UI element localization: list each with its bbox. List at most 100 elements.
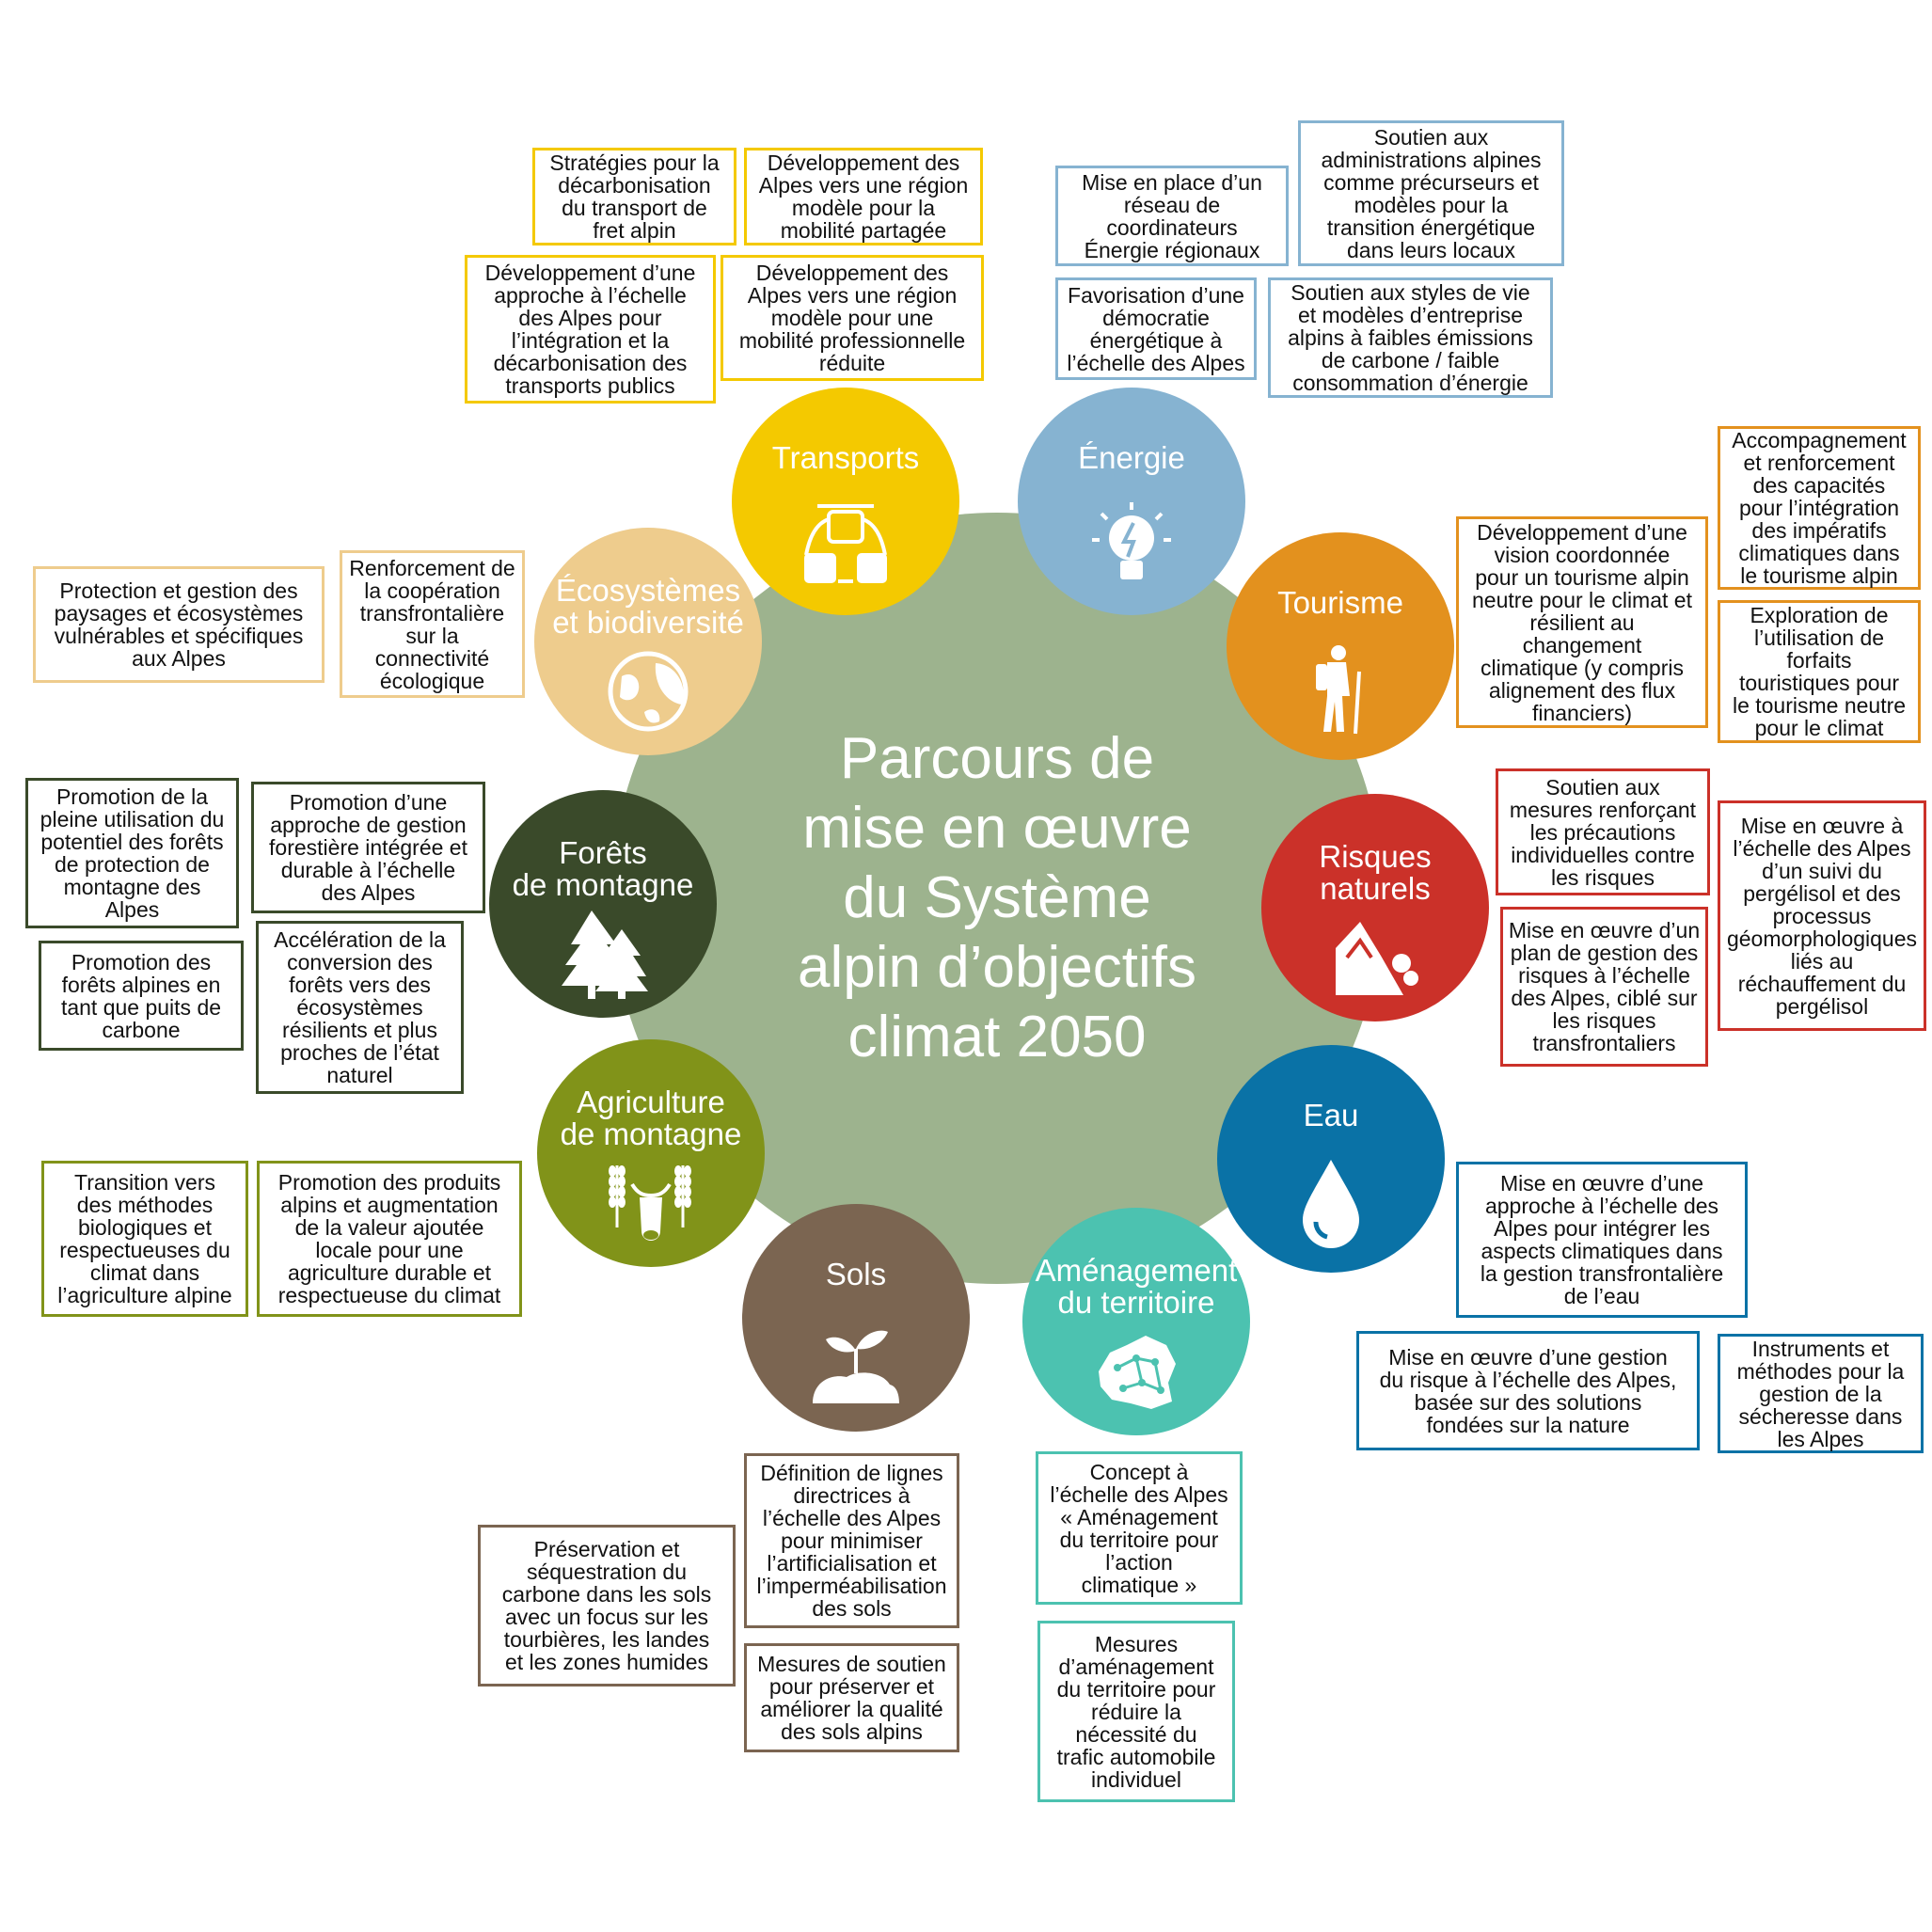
- measure-text-line: conversion des: [287, 950, 433, 974]
- measure-text-line: méthodes pour la: [1736, 1358, 1905, 1384]
- measure-text-line: Transition vers: [74, 1170, 215, 1195]
- cable-car-transit-icon: [804, 504, 887, 583]
- measure-text-line: l’échelle des Alpes: [762, 1506, 942, 1530]
- measure-text-line: pour préserver et: [768, 1674, 935, 1699]
- theme-label-line: du territoire: [1057, 1285, 1215, 1320]
- measure-text-line: Promotion des produits: [277, 1170, 501, 1195]
- measure-text-line: de protection de: [55, 852, 210, 877]
- measure-text-line: décarbonisation: [558, 173, 711, 198]
- theme-label-line: de montagne: [512, 867, 694, 902]
- measure-text-line: Mise en œuvre d’un: [1508, 918, 1701, 942]
- measure-text-line: carbone: [102, 1017, 181, 1042]
- theme-label-line: naturels: [1320, 871, 1431, 906]
- center-title: Parcours de mise en œuvre du Système alp…: [715, 724, 1279, 1072]
- measure-text-line: les risques: [1551, 864, 1655, 890]
- measure-text-line: potentiel des forêts: [40, 830, 224, 854]
- measure-text-line: avec un focus sur les: [504, 1605, 709, 1629]
- measure-text-line: Stratégies pour la: [549, 150, 720, 175]
- measure-text-line: biologiques et: [78, 1215, 212, 1240]
- measure-text-line: financiers): [1531, 700, 1633, 725]
- theme-label: Transports: [732, 442, 959, 474]
- theme-label-line: et biodiversité: [552, 605, 744, 640]
- theme-label-line: Sols: [825, 1257, 887, 1291]
- measure-text-line: neutre pour le climat et: [1472, 587, 1692, 612]
- measure-text-line: vision coordonnée: [1494, 542, 1671, 567]
- theme-circle-eau: Eau: [1217, 1045, 1445, 1273]
- measure-text-line: pergélisol: [1775, 993, 1869, 1019]
- measure-text-line: connectivité: [374, 645, 490, 671]
- measure-text-line: transition énergétique: [1326, 214, 1536, 240]
- measure-text-line: individuelles contre: [1511, 842, 1695, 867]
- measure-text-line: pour l’intégration: [1738, 496, 1900, 520]
- measure-text-line: liés au: [1790, 948, 1854, 974]
- measure-text-line: du transport de: [562, 196, 707, 220]
- measure-text-line: basée sur des solutions: [1414, 1389, 1642, 1415]
- measure-text-line: locale pour une: [315, 1238, 464, 1262]
- measure-text-line: pergélisol et des: [1743, 880, 1901, 906]
- measure-text-line: sécheresse dans: [1738, 1403, 1903, 1429]
- measure-text-line: processus: [1772, 903, 1872, 928]
- measure-text-line: des Alpes: [321, 880, 416, 905]
- theme-label-line: Écosystèmes: [555, 573, 741, 608]
- measure-text-line: géomorphologiques: [1726, 926, 1918, 951]
- measure-text-line: gestion de la: [1759, 1381, 1882, 1406]
- measure-text-line: l’échelle des Alpes: [1733, 835, 1911, 861]
- measure-text-line: risques à l’échelle: [1518, 963, 1690, 988]
- measure-text-line: Alpes vers une région: [747, 283, 958, 308]
- measure-text-line: le tourisme neutre: [1732, 693, 1907, 718]
- measure-text-line: améliorer la qualité: [760, 1697, 943, 1721]
- measure-text-line: changement: [1522, 632, 1642, 657]
- measure-text-line: Protection et gestion des: [59, 578, 298, 603]
- measure-text-line: réchauffement du: [1737, 971, 1907, 996]
- measure-text-line: Promotion de la: [55, 784, 209, 809]
- center-title-line: du Système: [843, 865, 1151, 930]
- measure-text-line: alpins à faibles émissions: [1288, 325, 1533, 350]
- measure-text-line: pleine utilisation du: [40, 807, 225, 831]
- measure-text-line: naturel: [326, 1063, 393, 1087]
- measure-text-line: démocratie: [1102, 305, 1210, 330]
- measure-text-line: des Alpes, ciblé sur: [1511, 986, 1698, 1010]
- measure-text-line: Promotion d’une: [289, 790, 448, 815]
- measure-text-line: les risques: [1552, 1008, 1656, 1033]
- measure-text-line: du risque à l’échelle des Alpes,: [1379, 1367, 1677, 1392]
- water-drop-icon: [1303, 1160, 1359, 1248]
- measure-text-line: et les zones humides: [504, 1650, 709, 1674]
- measure-text-line: vulnérables et spécifiques: [54, 624, 304, 648]
- measure-text-line: la coopération: [364, 578, 500, 603]
- measure-text-line: comme précurseurs et: [1323, 169, 1539, 195]
- measure-text-line: transfrontaliers: [1532, 1031, 1676, 1055]
- measure-text-line: approche de gestion: [270, 813, 467, 837]
- measure-text-line: résilients et plus: [282, 1018, 437, 1042]
- measure-text-line: et modèles d’entreprise: [1297, 303, 1524, 327]
- measure-text-line: aspects climatiques dans: [1481, 1239, 1723, 1263]
- center-title-line: Parcours de: [839, 726, 1155, 791]
- measure-text-line: les Alpes: [1777, 1426, 1864, 1451]
- theme-label-line: Forêts: [559, 835, 647, 870]
- theme-circle-sols: Sols: [742, 1204, 970, 1432]
- measure-text-line: sur la: [405, 623, 459, 648]
- measure-text-line: trafic automobile: [1056, 1744, 1216, 1769]
- wheat-cow-icon: [609, 1165, 691, 1241]
- measure-text-line: l’artificialisation et: [767, 1551, 937, 1576]
- measure-text-line: Énergie régionaux: [1084, 237, 1260, 262]
- pine-trees-icon: [562, 911, 648, 999]
- measure-text-line: modèle pour une: [770, 306, 934, 330]
- measure-text-line: aux Alpes: [132, 646, 226, 671]
- theme-label-line: de montagne: [560, 1116, 742, 1151]
- measure-text-line: durable à l’échelle: [280, 858, 456, 882]
- theme-label-line: Aménagement: [1035, 1253, 1238, 1288]
- measure-text-line: mesures renforçant: [1509, 797, 1697, 822]
